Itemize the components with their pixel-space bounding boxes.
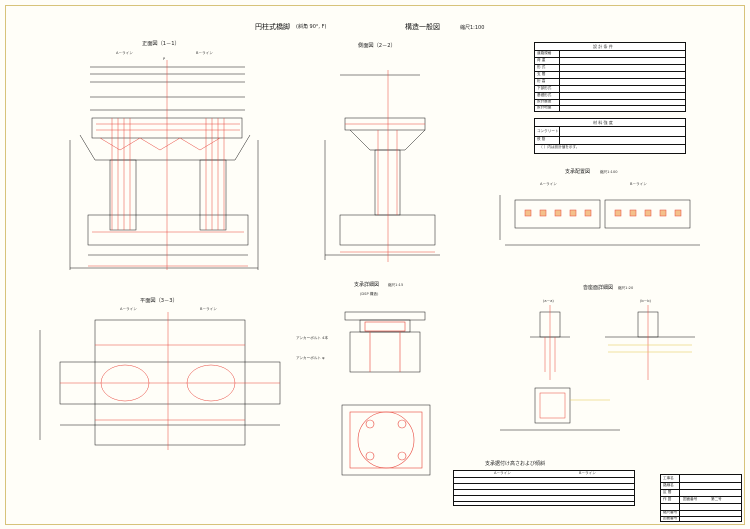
- front-line-b: B－ライン: [196, 51, 213, 55]
- layout-line-b: B－ライン: [630, 182, 647, 186]
- title-row-5: 縮尺番号: [663, 510, 678, 514]
- table-col-a: A－ライン: [494, 471, 511, 475]
- material-table: 材 料 強 度 コンクリート 鉄 筋 （ ）内は設計値を示す。: [534, 118, 686, 154]
- drawing-no-value: 第二号: [711, 497, 722, 501]
- bearing-layout-title: 支承配置図: [565, 169, 591, 175]
- design-row-0: 道路規格: [537, 51, 552, 55]
- side-view-title: 側面図（2－2）: [358, 43, 396, 49]
- plan-view-red: [60, 312, 280, 450]
- title-row-2: 区 間: [663, 490, 672, 494]
- design-conditions-table: 設 計 条 件 道路規格 荷 重 形 式 支 間 桁 高 下部形式 基礎形式 設…: [534, 42, 686, 112]
- bearing-layout-red: [524, 209, 682, 217]
- side-view: [324, 74, 440, 260]
- bearing-detail: [341, 311, 431, 476]
- sheet-border: [5, 5, 745, 525]
- bearing-detail-red: [349, 321, 423, 469]
- bearing-height-table: A－ライン B－ライン: [453, 470, 635, 506]
- bolt-note-1: アンカーボルト 4本: [296, 336, 329, 340]
- bearing-detail-sub: (DSP 構造): [360, 292, 379, 296]
- design-row-6: 基礎形式: [537, 93, 552, 97]
- material-row-0: コンクリート: [537, 129, 559, 133]
- material-row-1: 鉄 筋: [537, 137, 546, 141]
- table-col-b: B－ライン: [579, 471, 596, 475]
- bearing-layout: [499, 195, 700, 246]
- material-table-header: 材 料 強 度: [593, 120, 613, 125]
- anchor-detail-scale: 縮尺1:20: [618, 286, 634, 290]
- anchor-detail: [500, 311, 695, 431]
- design-row-1: 荷 重: [537, 58, 546, 62]
- section-b-label: (b－b): [640, 299, 651, 303]
- title-block: 工事名 路線名 区 間 作 図 図面番号 第二号 縮尺番号 図面番号: [660, 474, 742, 522]
- anchor-detail-yellow: [570, 344, 692, 401]
- drawing-subtitle: 構造一般図: [405, 23, 440, 31]
- anchor-detail-title: 沓座面詳細図: [583, 285, 614, 291]
- bearing-detail-title: 支承詳細図: [354, 282, 380, 288]
- bearing-detail-scale: 縮尺1:15: [388, 283, 404, 287]
- title-row-1: 路線名: [663, 483, 674, 487]
- design-row-2: 形 式: [537, 65, 546, 69]
- design-row-7: 設計震度: [537, 99, 552, 103]
- condition-note: (斜角 90°, F): [296, 24, 327, 30]
- scale-label: 縮尺1:100: [460, 25, 485, 31]
- drawing-no-label: 図面番号: [683, 497, 698, 501]
- design-row-5: 下部形式: [537, 86, 552, 90]
- pier-label: P: [163, 57, 166, 61]
- title-row-3: 作 図: [663, 497, 672, 501]
- section-a-label: (a－a): [543, 299, 554, 303]
- plan-line-b: B－ライン: [200, 307, 217, 311]
- layout-line-a: A－ライン: [540, 182, 557, 186]
- front-view: [69, 66, 259, 270]
- material-note: （ ）内は設計値を示す。: [539, 145, 580, 149]
- front-view-red: [88, 60, 248, 270]
- design-row-4: 桁 高: [537, 79, 546, 83]
- anchor-detail-red: [539, 305, 649, 419]
- side-view-red: [340, 70, 435, 262]
- title-row-0: 工事名: [663, 476, 674, 480]
- design-table-header: 設 計 条 件: [593, 44, 613, 49]
- main-title: 円柱式橋脚: [255, 23, 290, 31]
- bolt-note-2: アンカーボルト φ: [296, 356, 325, 360]
- plan-view: [39, 319, 281, 446]
- bearing-table-title: 支承据付け高さおよび傾斜: [485, 461, 546, 467]
- plan-view-title: 平面図（3－3）: [140, 298, 178, 304]
- design-row-8: 設計地盤: [537, 105, 552, 109]
- bearing-layout-scale: 縮尺1:100: [600, 170, 618, 174]
- front-line-a: A－ライン: [116, 51, 133, 55]
- title-row-6: 図面番号: [663, 516, 678, 520]
- design-row-3: 支 間: [537, 72, 546, 76]
- front-view-title: 正面図（1－1）: [142, 41, 180, 47]
- plan-line-a: A－ライン: [120, 307, 137, 311]
